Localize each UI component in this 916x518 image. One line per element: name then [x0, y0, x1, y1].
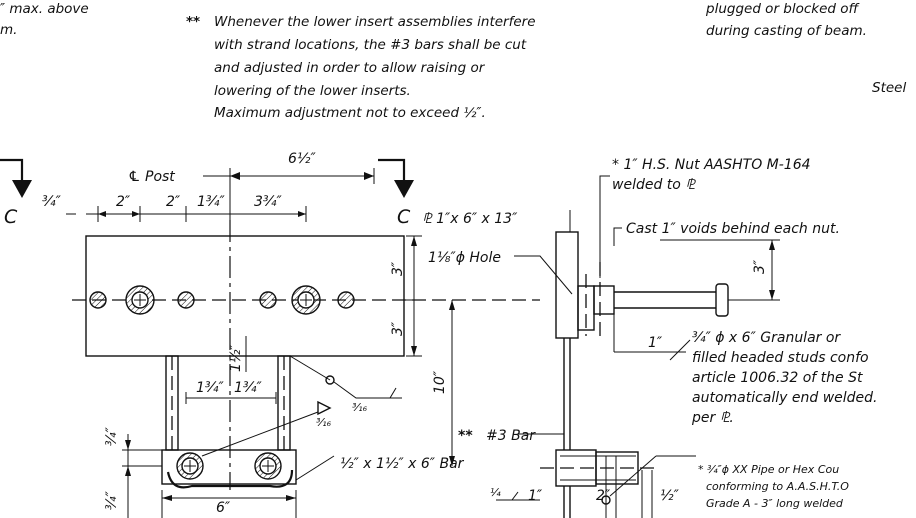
- dim-1-half: 1½″: [228, 344, 244, 372]
- bar-spacing-dims: 1¾″ 1¾″: [185, 380, 277, 404]
- note-center-line-1: Whenever the lower insert assemblies int…: [214, 14, 536, 30]
- label-half-bar: ½″ x 1½″ x 6″ Bar: [340, 456, 465, 472]
- dim-1-three-quarter-top: 1¾″: [197, 194, 225, 210]
- nut-icon: [125, 285, 155, 315]
- note-center-line-4: lowering of the lower inserts.: [214, 83, 411, 99]
- dim-2-bottom: 2″: [596, 488, 611, 504]
- label-center-post: ℄ Post: [128, 169, 175, 185]
- dim-three-quarter-left: ¾″: [42, 194, 62, 210]
- lower-insert-front: ³⁄₁₆ ½″ x 1½″ x 6″ Bar ¾″ ¾″ 6″: [104, 400, 465, 518]
- note-top-right: plugged or blocked off during casting of…: [705, 1, 906, 96]
- nut-icon: [177, 291, 195, 309]
- dim-3-upper: 3″: [390, 261, 406, 276]
- label-studs-line-4: automatically end welded.: [692, 390, 878, 406]
- note-top-left-line-1: ″ max. above: [0, 1, 89, 17]
- coupler-icon: [176, 452, 204, 480]
- section-letter-left: C: [4, 206, 18, 228]
- arrow-down-icon: [394, 180, 414, 198]
- label-voids: Cast 1″ voids behind each nut.: [626, 221, 840, 237]
- dim-6: 6″: [216, 500, 231, 516]
- dim-1-three-quarter-a: 1¾″: [196, 380, 224, 396]
- dim-3-lower: 3″: [390, 321, 406, 336]
- label-plate: ⅊ 1″x 6″ x 13″: [422, 211, 518, 227]
- nuts-row: [89, 285, 355, 315]
- coupler-icon: [254, 452, 282, 480]
- nut-icon: [291, 285, 321, 315]
- label-studs-line-5: per ⅊.: [691, 410, 734, 426]
- arrow-down-icon: [12, 180, 32, 198]
- note-top-right-line-1: plugged or blocked off: [705, 1, 860, 17]
- note-top-left: ″ max. above m.: [0, 1, 89, 38]
- dim-half-bottom: ½″: [660, 488, 680, 504]
- section-marker-left: C: [0, 158, 32, 228]
- section-letter-right: C: [397, 206, 411, 228]
- plate-outline: [85, 235, 405, 357]
- label-nut-line-2: welded to ⅊: [612, 177, 696, 193]
- weld-3-16-b: ³⁄₁₆: [316, 416, 332, 429]
- side-view: 3″ 1″ #3 Bar ** ¼ 1″ 2″ ½″: [458, 210, 780, 518]
- label-studs-line-1: ¾″ ϕ x 6″ Granular or: [692, 330, 841, 346]
- dim-1-right: 1″: [648, 335, 663, 351]
- label-bar-3-stars: **: [458, 428, 473, 444]
- dim-three-quarter-lower: ¾″: [104, 490, 120, 510]
- dim-2-a: 2″: [116, 194, 131, 210]
- dim-three-quarter-upper: ¾″: [104, 426, 120, 446]
- dim-6-half: 6½″: [288, 151, 316, 167]
- label-bar-3: #3 Bar: [486, 428, 536, 444]
- label-hole: 1⅛″ϕ Hole: [428, 250, 501, 266]
- nut-icon: [259, 291, 277, 309]
- note-center-line-2: with strand locations, the #3 bars shall…: [214, 37, 527, 53]
- weld-3-16-a: ³⁄₁₆: [352, 401, 368, 414]
- note-top-left-line-2: m.: [0, 22, 17, 38]
- nut-icon: [337, 291, 355, 309]
- plate-height-dims: 3″ 3″: [390, 235, 422, 357]
- label-pipe-line-3: Grade A - 3″ long welded: [706, 497, 844, 510]
- dim-2-b: 2″: [166, 194, 181, 210]
- label-pipe-line-2: conforming to A.A.S.H.T.O: [706, 480, 849, 493]
- note-stars: **: [186, 14, 200, 30]
- dim-10: 10″: [432, 370, 448, 394]
- dim-10-group: 10″: [432, 300, 455, 466]
- section-marker-right: C: [378, 158, 414, 228]
- label-studs-line-3: article 1006.32 of the St: [692, 370, 863, 386]
- note-center-line-3: and adjusted in order to allow raising o…: [214, 60, 486, 76]
- dim-3-right: 3″: [752, 259, 768, 274]
- top-dimensions: 6½″ ℄ Post ¾″ 2″ 2″ 1¾″ 3¾″: [42, 151, 375, 222]
- note-center-line-5: Maximum adjustment not to exceed ½″.: [214, 105, 486, 121]
- dim-1-bottom: 1″: [528, 488, 543, 504]
- label-studs-line-2: filled headed studs confo: [692, 350, 869, 366]
- note-top-right-line-2: during casting of beam.: [706, 23, 867, 39]
- side-plate: [555, 231, 579, 339]
- lower-bar-outline: [161, 449, 297, 485]
- weld-1-4: ¼: [490, 486, 501, 499]
- dim-3-three-quarter: 3¾″: [254, 194, 282, 210]
- note-steel: Steel: [872, 80, 906, 96]
- dim-1-three-quarter-b: 1¾″: [234, 380, 262, 396]
- note-strand-interference: ** Whenever the lower insert assemblies …: [186, 14, 536, 121]
- label-nut-line-1: * 1″ H.S. Nut AASHTO M-164: [612, 157, 811, 173]
- side-view-labels: ⅊ 1″x 6″ x 13″ 1⅛″ϕ Hole * 1″ H.S. Nut A…: [422, 157, 878, 510]
- nut-icon: [89, 291, 107, 309]
- label-pipe-line-1: * ¾″ϕ XX Pipe or Hex Cou: [698, 463, 839, 476]
